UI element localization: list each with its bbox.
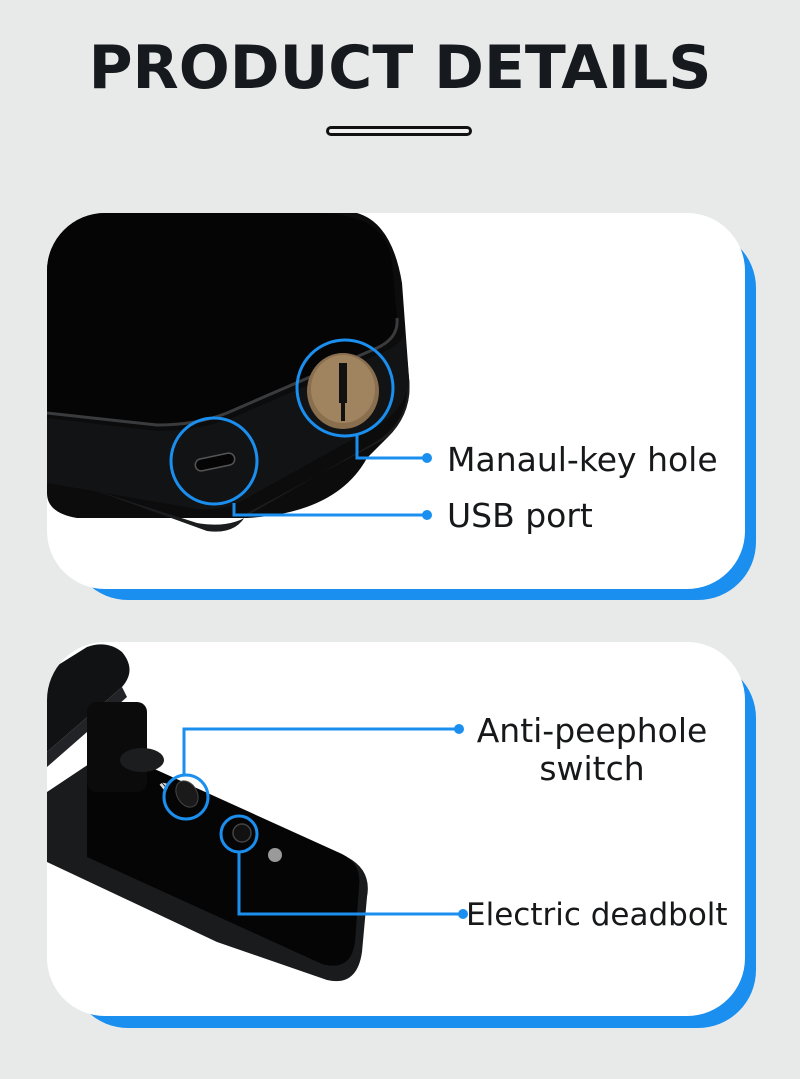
callout-label-anti-peephole-line2: switch <box>539 749 645 788</box>
callout-label-usb-port: USB port <box>447 496 593 535</box>
lock-handle-image: ⏏ <box>47 644 468 982</box>
callout-label-electric-deadbolt: Electric deadbolt <box>466 897 728 933</box>
callout-label-anti-peephole-switch: Anti-peephole switch <box>462 712 722 788</box>
callout-label-anti-peephole-line1: Anti-peephole <box>476 711 708 750</box>
title-underline <box>326 126 472 136</box>
usb-port-highlight <box>169 416 259 506</box>
lock-body-image <box>47 213 432 532</box>
callout-label-key-hole: Manaul-key hole <box>447 440 718 479</box>
key-hole-highlight <box>295 338 395 438</box>
panel-2-card: ⏏ Anti-peephole switch Electric deadbolt <box>47 642 745 1016</box>
panel-1-card: Manaul-key hole USB port <box>47 213 745 589</box>
page-title: PRODUCT DETAILS <box>88 33 712 103</box>
